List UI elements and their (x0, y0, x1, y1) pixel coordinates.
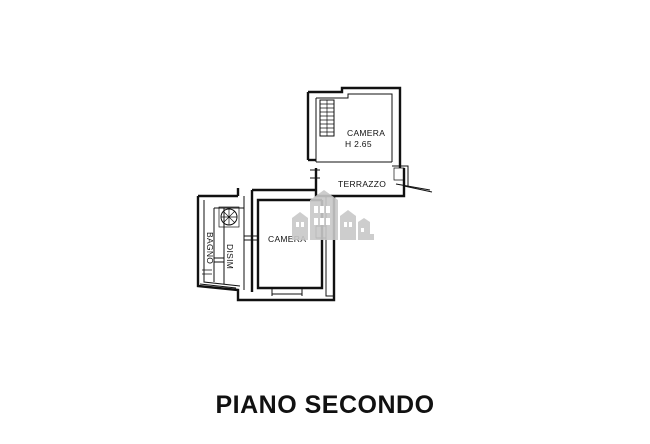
terrace-outline (310, 165, 433, 198)
building-watermark-icon (292, 190, 374, 240)
upper-room-label: CAMERA (347, 128, 385, 138)
staircase-upper (319, 99, 335, 137)
upper-room-walls (306, 86, 402, 168)
terrace-label: TERRAZZO (338, 179, 386, 189)
upper-room-height-label: H 2.65 (345, 139, 372, 149)
spiral-staircase (218, 206, 240, 228)
hallway-label: DISIM (225, 244, 235, 269)
lower-complex-walls (196, 188, 336, 302)
watermark-windows (296, 206, 364, 232)
floor-title: PIANO SECONDO (215, 391, 435, 419)
lower-room-label: CAMERA (268, 234, 306, 244)
bathroom-label: BAGNO (205, 232, 215, 264)
